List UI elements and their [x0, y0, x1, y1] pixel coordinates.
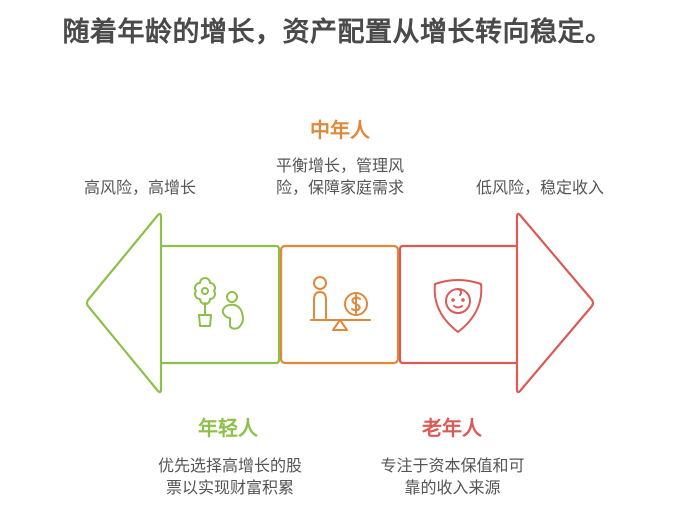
young-desc-line1: 优先选择高增长的股 — [157, 456, 302, 475]
young-stage-description: 优先选择高增长的股 票以实现财富积累 — [140, 455, 320, 499]
middle-stage-description: 平衡增长，管理风 险，保障家庭需求 — [255, 155, 425, 199]
middle-stage-title: 中年人 — [310, 118, 370, 142]
middle-desc-line2: 险，保障家庭需求 — [275, 178, 404, 197]
young-desc-line2: 票以实现财富积累 — [165, 478, 294, 497]
middle-box — [279, 244, 400, 365]
middle-desc-line1: 平衡增长，管理风 — [275, 156, 404, 175]
old-desc-line1: 专注于资本保值和可 — [380, 456, 525, 475]
plant-and-person-icon — [194, 277, 244, 330]
young-arrow — [85, 212, 281, 394]
shield-baby-face-icon — [433, 279, 483, 333]
balance-scale-person-coin-icon — [310, 276, 371, 331]
old-desc-line2: 靠的收入来源 — [404, 478, 501, 497]
young-stage-title: 年轻人 — [198, 416, 258, 440]
old-stage-title: 老年人 — [422, 416, 482, 440]
old-arrow — [398, 212, 595, 394]
old-risk-label: 低风险，稳定收入 — [475, 178, 604, 197]
page-title: 随着年龄的增长，资产配置从增长转向稳定。 — [62, 17, 613, 48]
young-risk-label: 高风险，高增长 — [83, 178, 196, 197]
old-stage-description: 专注于资本保值和可 靠的收入来源 — [360, 455, 545, 499]
